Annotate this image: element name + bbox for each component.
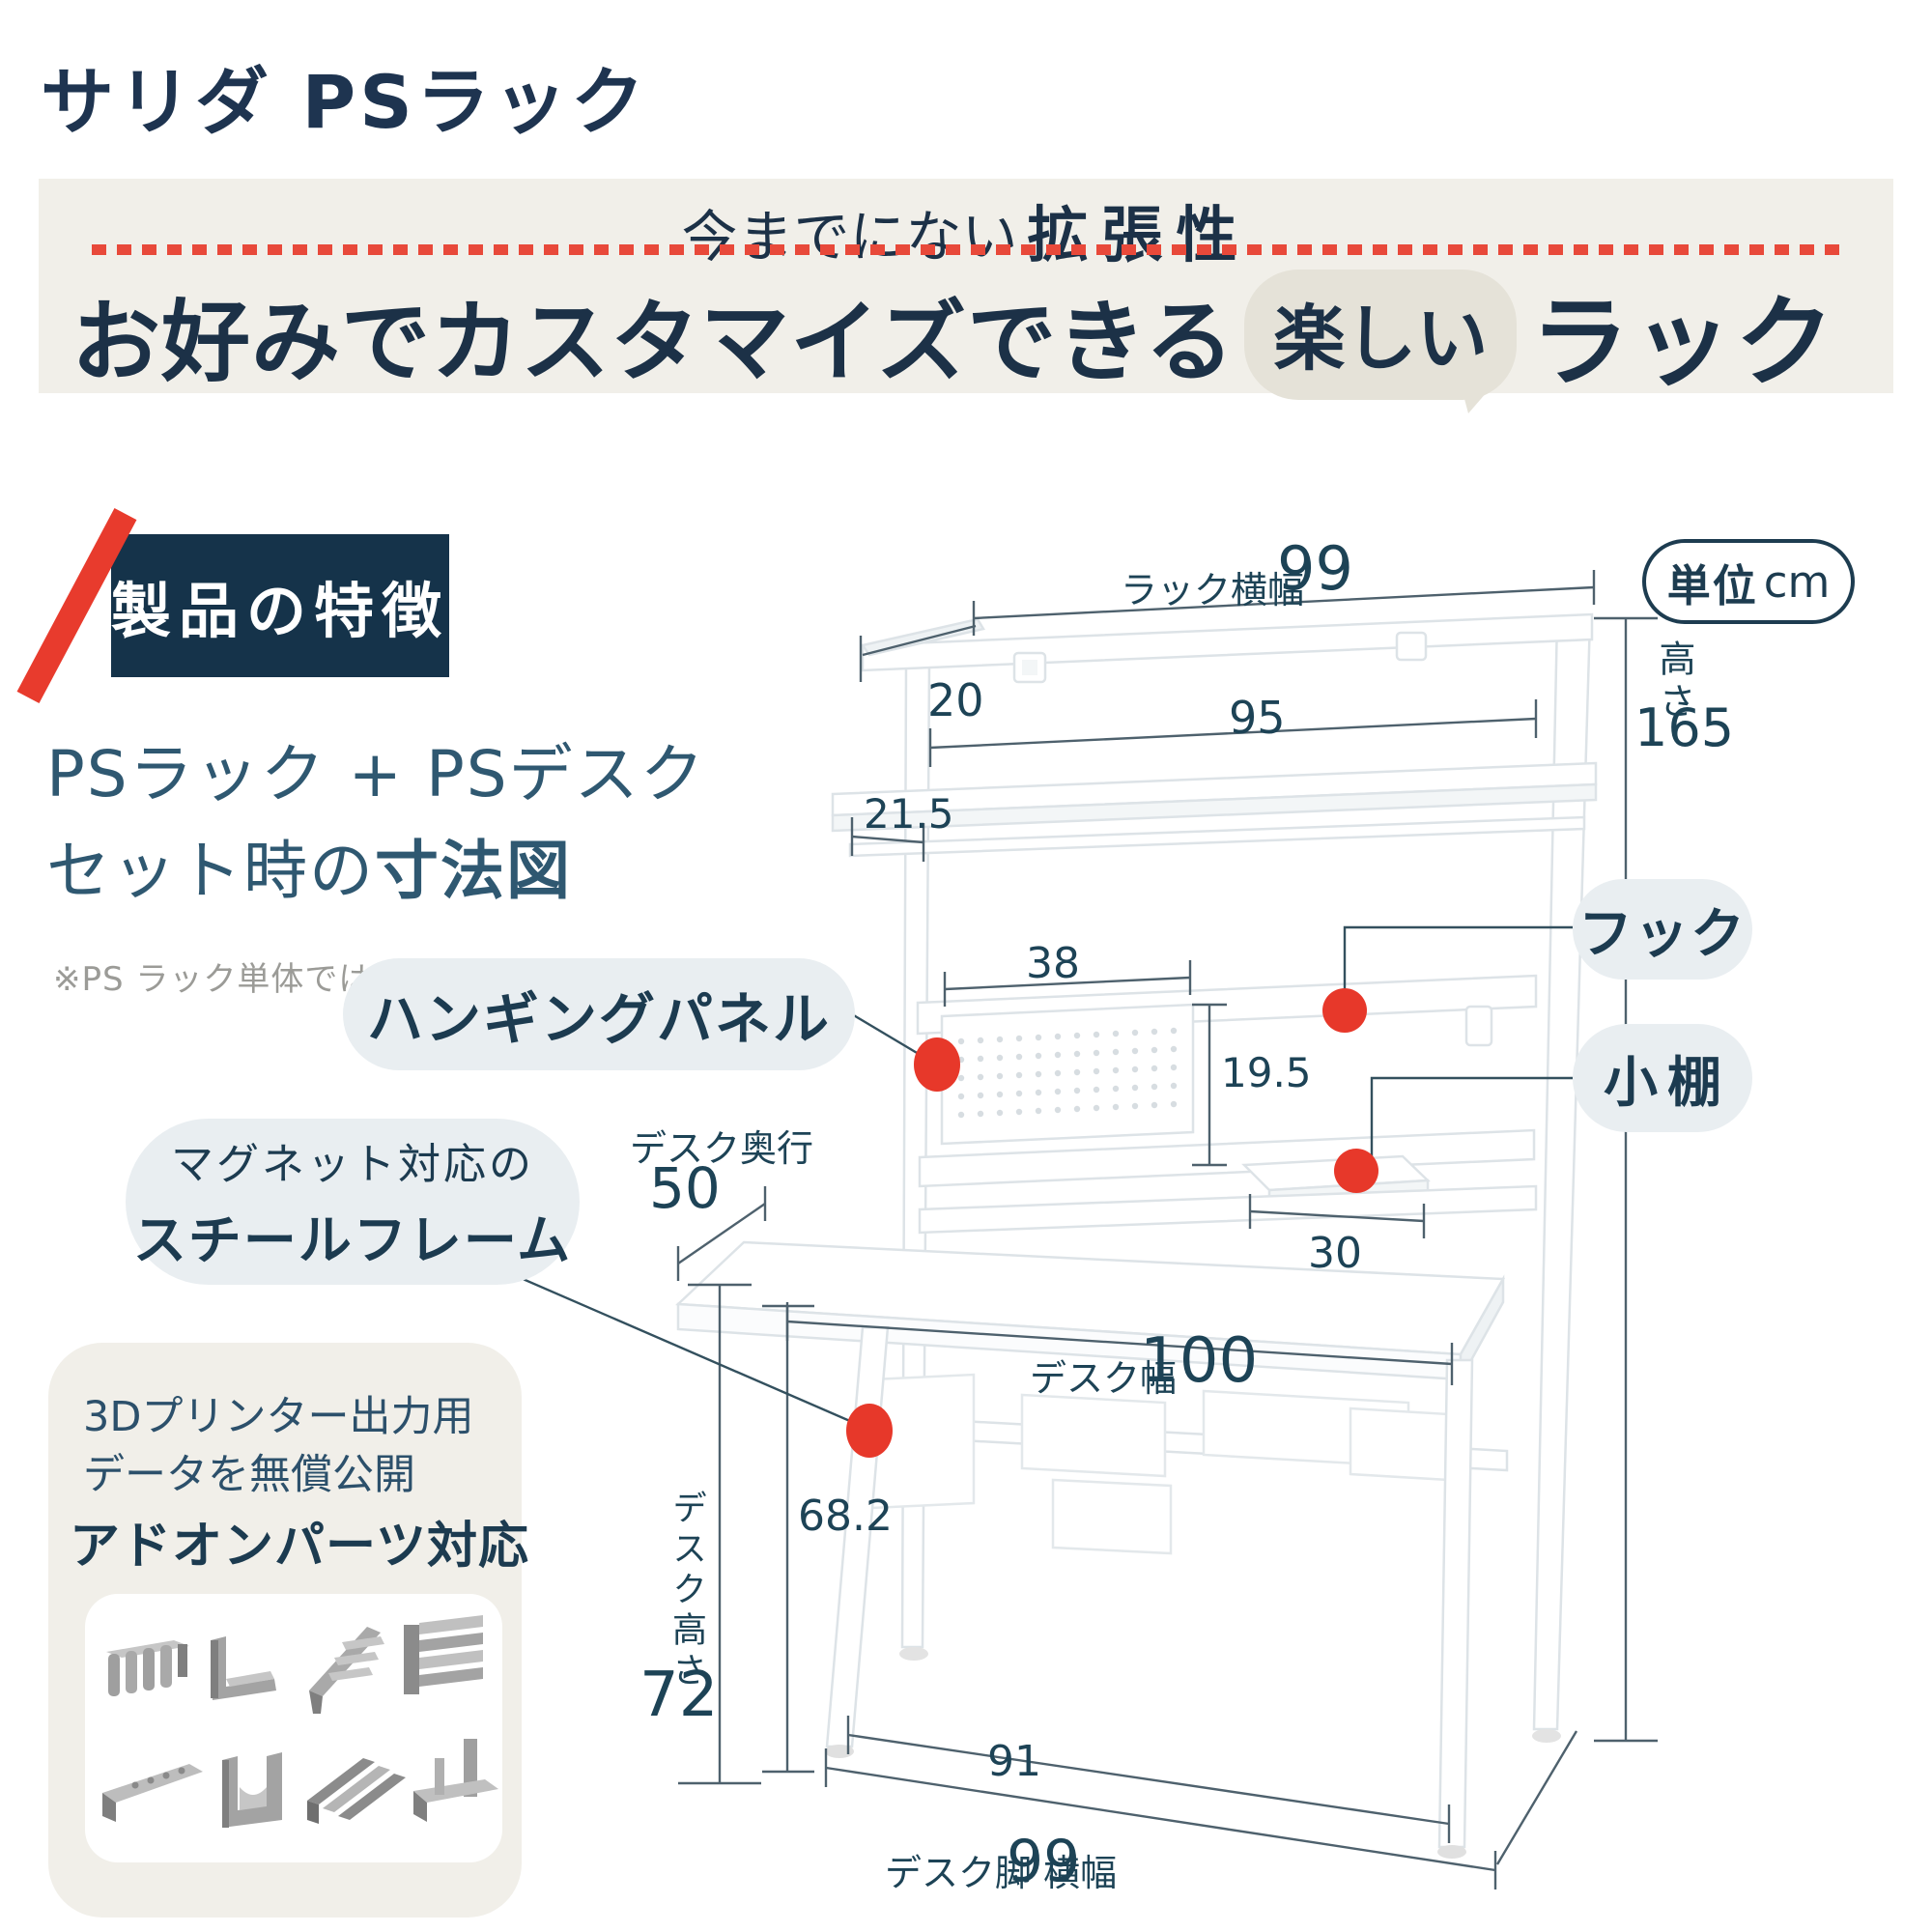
rack-left-foot [899, 1647, 928, 1661]
addon-part-plate-bracket-icon [413, 1739, 498, 1822]
under-desk-box [1020, 1393, 1167, 1478]
features-subtitle-line1: PSラック + PSデスク [46, 737, 706, 811]
speech-bubble: 楽しい [1244, 270, 1518, 413]
addon-text-line2: データを無償公開 [83, 1451, 415, 1499]
addon-part-slot-holder-icon [106, 1640, 189, 1696]
leg-width-value: 99 [1007, 1828, 1081, 1895]
banner-headline-regular: 今までにない [681, 204, 1018, 270]
hanging-panel-drawing [940, 1003, 1195, 1146]
hook-label: フック [1573, 879, 1752, 980]
subtitle-regular: セット時の [46, 834, 375, 908]
small-shelf-width-value: 30 [1308, 1229, 1362, 1278]
features-badge: 製品の特徴 [111, 534, 449, 677]
page-title: サリダ PSラック [41, 59, 648, 145]
steel-frame-line1: マグネット対応の [171, 1140, 534, 1189]
rack-width-label: ラック横幅 [1121, 569, 1305, 611]
bottom-rail [918, 1184, 1538, 1235]
panel-perforation [957, 1027, 1178, 1119]
dimension-lines [676, 570, 1658, 1889]
banner-headline: 今までにない拡張性 [39, 186, 1893, 274]
banner-subline-main: お好みでカスタマイズできる [71, 291, 1236, 394]
hero-banner: 今までにない拡張性 お好みでカスタマイズできる 楽しい ラック [39, 179, 1893, 413]
hook-marker-dot [1322, 988, 1367, 1033]
desk-height-value: 72 [639, 1660, 719, 1731]
addon-part-u-channel-icon [222, 1752, 282, 1828]
under-desk-box [1051, 1478, 1173, 1555]
desk-depth-label: デスク奥行 [630, 1127, 814, 1170]
banner-subline-suffix: ラック [1530, 286, 1838, 401]
upper-shelf-rail [848, 815, 1586, 858]
desk-depth-value: 50 [649, 1155, 721, 1221]
steel-frame-marker-dot [846, 1404, 893, 1458]
features-subtitle-line2: セット時の寸法図 [46, 819, 572, 912]
height-label: 高さ [1653, 639, 1695, 724]
dashed-divider [92, 244, 1840, 255]
banner-subline: お好みでカスタマイズできる 楽しい ラック [71, 264, 1907, 413]
rack-width-value: 99 [1277, 533, 1353, 604]
addon-text-line1: 3Dプリンター出力用 [83, 1393, 474, 1441]
desk-left-foot [825, 1745, 854, 1758]
unit-label: 単位 [1666, 559, 1758, 611]
floor-to-underside-value: 68.2 [798, 1492, 893, 1541]
panel-width-value: 38 [1026, 939, 1080, 988]
addon-text-line3: アドオンパーツ対応 [70, 1518, 529, 1576]
under-desk-box [1349, 1406, 1451, 1482]
small-shelf-label: 小棚 [1573, 1024, 1752, 1132]
desk-height-label: デスク高さ [667, 1490, 706, 1692]
height-value: 165 [1634, 697, 1735, 758]
upper-shelf-edge [831, 782, 1598, 833]
rack-right-foot [1532, 1729, 1561, 1743]
addon-part-ribbed-channel-icon [307, 1758, 406, 1824]
steel-frame-label: マグネット対応の スチールフレーム [126, 1119, 580, 1285]
top-depth-value: 20 [927, 674, 984, 726]
desk-width-label: デスク幅 [1030, 1357, 1178, 1400]
shelf-depth-value: 21.5 [864, 790, 954, 838]
addon-part-flat-bracket-icon [102, 1764, 203, 1822]
leg-inner-span-value: 91 [987, 1737, 1041, 1786]
leg-width-label: デスク脚 横幅 [885, 1852, 1118, 1894]
panel-height-value: 19.5 [1221, 1049, 1312, 1096]
desk-width-value: 100 [1140, 1325, 1259, 1397]
addon-part-slant-rack-icon [309, 1627, 384, 1714]
addon-parts-gallery [85, 1594, 502, 1862]
unit-badge: 単位 cm [1642, 539, 1855, 624]
lower-rail [918, 1128, 1536, 1188]
top-hook-hole [1022, 660, 1037, 675]
small-shelf-marker-dot [1334, 1149, 1378, 1193]
top-hook-icon [1395, 631, 1428, 662]
desk-right-foot [1437, 1845, 1466, 1859]
banner-headline-bold: 拡張性 [1027, 200, 1251, 270]
addon-part-l-hook-icon [211, 1636, 276, 1700]
furniture-line-art [675, 612, 1598, 1859]
hanging-panel-label: ハンギングパネル [343, 958, 855, 1070]
steel-frame-line2: スチールフレーム [132, 1209, 573, 1271]
rail-hook-icon [1464, 1005, 1493, 1047]
desk-front-right-leg [1437, 1358, 1474, 1849]
subtitle-bold: 寸法図 [375, 834, 572, 908]
unit-value: cm [1763, 555, 1831, 608]
inner-width-value: 95 [1229, 692, 1286, 744]
addon-part-louver-block-icon [404, 1615, 483, 1694]
hanging-panel-marker-dot [914, 1037, 960, 1092]
